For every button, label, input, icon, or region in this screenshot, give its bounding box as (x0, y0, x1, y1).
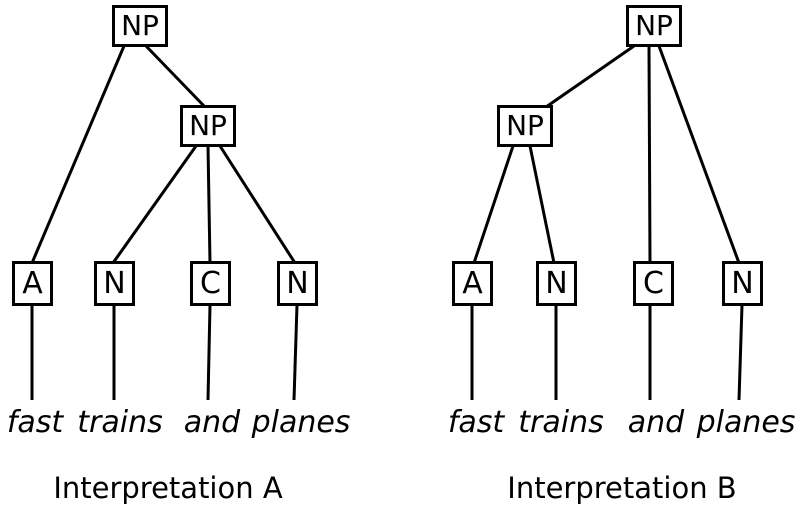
tree-b-word-planes: planes (696, 405, 796, 440)
edge-b-root-to-c (647, 45, 652, 264)
edge-b-n2-to-planes (737, 304, 744, 401)
tree-a-sub-np-node: NP (180, 105, 236, 147)
edge-a-subnp-to-n1 (111, 145, 198, 264)
edge-b-subnp-to-a (472, 145, 515, 264)
edge-a-subnp-to-c (206, 145, 212, 264)
tree-b-caption: Interpretation B (507, 471, 737, 505)
edge-a-c-to-and (206, 304, 212, 401)
tree-b-leaf-n1-node: N (536, 261, 577, 306)
edge-a-root-to-a (30, 45, 126, 264)
tree-a-word-planes: planes (251, 405, 351, 440)
tree-a-leaf-c-node: C (190, 261, 231, 306)
tree-a-leaf-a-node: A (12, 261, 53, 306)
tree-b-word-fast: fast (447, 405, 505, 440)
tree-a-word-trains: trains (77, 405, 163, 440)
tree-a-leaf-n1-node: N (94, 261, 135, 306)
edge-a-n2-to-planes (292, 304, 299, 401)
tree-b-sub-np-node: NP (497, 105, 553, 147)
edge-b-subnp-to-n1 (528, 145, 556, 264)
tree-a-leaf-n2-node: N (277, 261, 318, 306)
tree-b-leaf-c-node: C (633, 261, 674, 306)
tree-b-leaf-a-node: A (452, 261, 493, 306)
edge-b-root-to-subnp (545, 44, 635, 109)
edge-a-root-to-subnp (144, 44, 207, 109)
tree-b-word-trains: trains (518, 405, 604, 440)
edge-b-root-to-n2 (657, 45, 741, 264)
tree-b-root-np-node: NP (626, 5, 682, 47)
tree-b-word-and: and (627, 405, 685, 440)
tree-a-word-fast: fast (6, 405, 64, 440)
tree-b-leaf-n2-node: N (722, 261, 763, 306)
edge-a-subnp-to-n2 (218, 145, 297, 264)
tree-a-root-np-node: NP (112, 5, 168, 47)
tree-a-word-and: and (183, 405, 241, 440)
tree-a-caption: Interpretation A (53, 471, 283, 505)
